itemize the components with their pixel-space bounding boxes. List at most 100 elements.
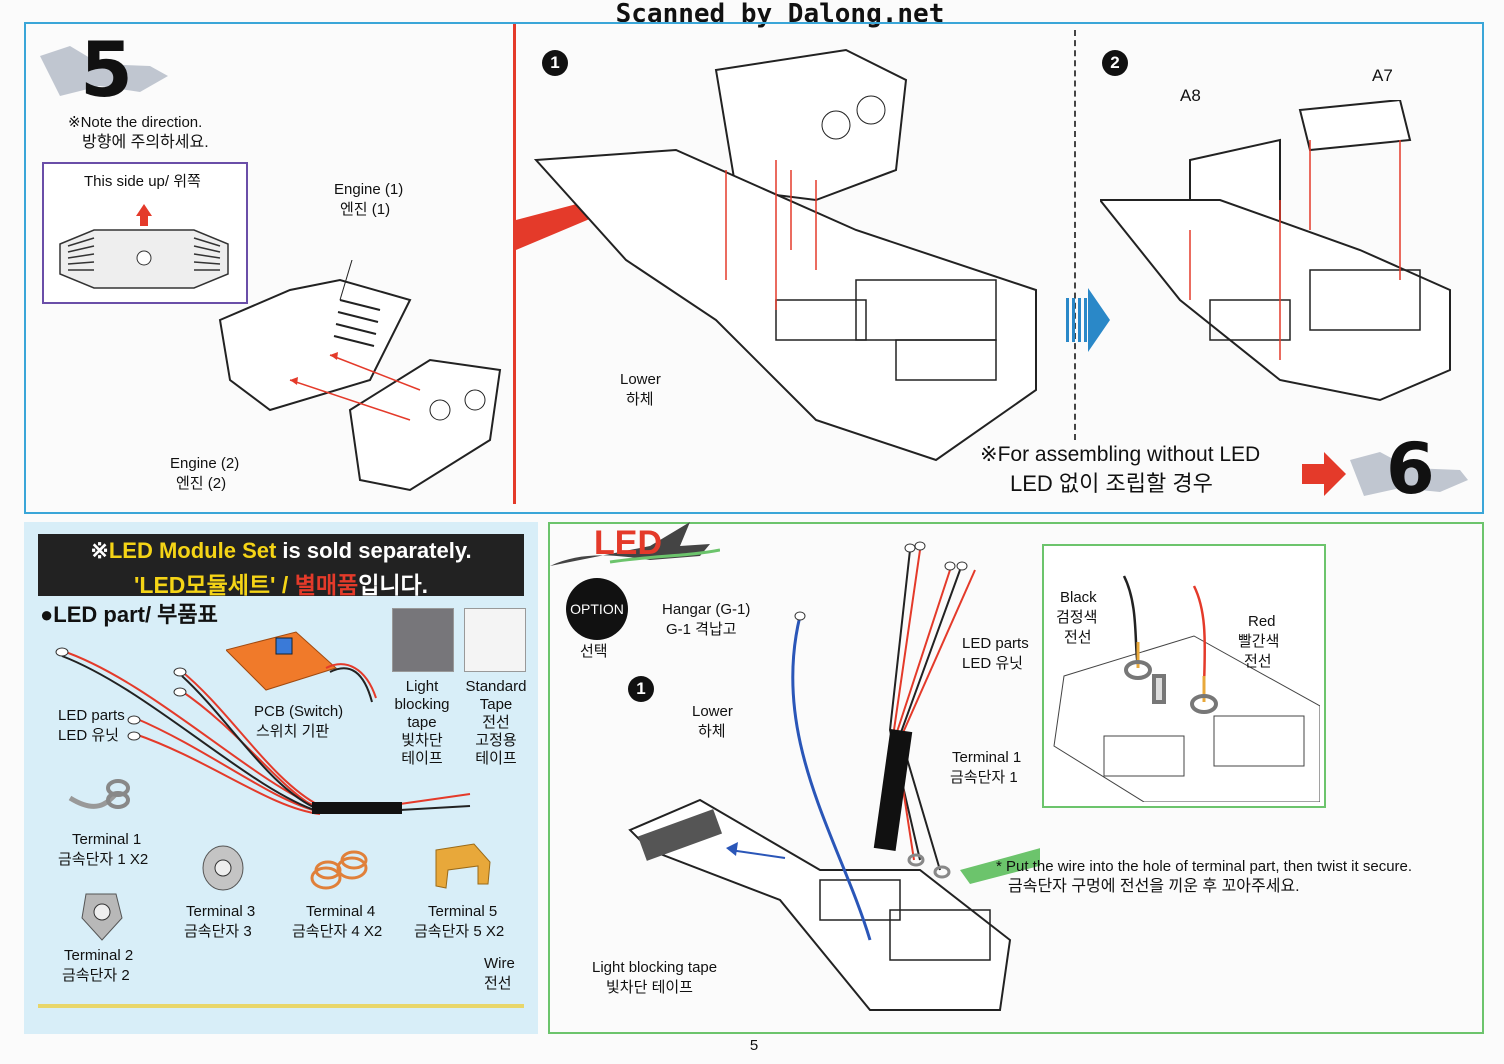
light-tape-en-3: tape: [407, 714, 437, 731]
scan-credit: Scanned by Dalong.net: [560, 1, 1000, 27]
terminal2-ko: 금속단자 2: [62, 967, 130, 984]
next-arrow-icon: [1066, 288, 1110, 352]
terminal3-ko: 금속단자 3: [184, 923, 252, 940]
light-tape-en-1: Light: [405, 678, 439, 695]
engine-assembly-drawing: [218, 260, 502, 492]
engine2-label-en: Engine (2): [170, 455, 240, 472]
led-parts-panel: [24, 522, 538, 1034]
terminal4-en: Terminal 4: [306, 903, 376, 920]
std-tape-en-2: Tape: [479, 696, 513, 713]
banner-prefix: ※: [90, 538, 109, 563]
terminal4-ko: 금속단자 4 X2: [292, 923, 383, 940]
black-wire-en: Black: [1060, 589, 1097, 606]
engine2-label-ko: 엔진 (2): [176, 475, 227, 492]
standard-tape-swatch: [464, 608, 526, 672]
option-label: OPTION: [570, 601, 624, 617]
wire-ko: 전선: [484, 975, 512, 992]
engine1-label-en: Engine (1): [334, 181, 404, 198]
option-badge: OPTION: [566, 578, 628, 640]
terminal1-label2-ko: 금속단자 1: [950, 769, 1018, 786]
substep-2-marker: 2: [1102, 50, 1128, 76]
black-wire-ko-2: 전선: [1064, 629, 1092, 646]
led-logo-swoosh: [550, 522, 720, 566]
std-tape-ko-3: 테이프: [475, 750, 517, 767]
terminal1-ko: 금속단자 1 X2: [58, 851, 149, 868]
terminal-detail-drawing: [1053, 575, 1320, 802]
direction-box: This side up/ 위쪽: [42, 162, 248, 304]
step5-panel: [24, 22, 1484, 514]
lower-label2-ko: 하체: [698, 723, 726, 740]
banner-rest: is sold separately.: [276, 538, 472, 563]
led-substep-1-marker: 1: [628, 676, 654, 702]
led-parts-en: LED parts: [58, 707, 125, 724]
light-tape-en-2: blocking: [394, 696, 450, 713]
substep-1-marker: 1: [542, 50, 568, 76]
page-number: 5: [749, 1037, 759, 1054]
std-tape-ko-2: 고정용: [475, 732, 517, 749]
light-blocking-tape-swatch: [392, 608, 454, 672]
led-parts-label-en: LED parts: [962, 635, 1029, 652]
part-a8-label: A8: [1180, 86, 1201, 105]
light-tape-label-en: Light blocking tape: [592, 959, 718, 976]
red-wire-ko-2: 전선: [1244, 653, 1272, 670]
light-tape-ko-1: 빛차단: [401, 732, 443, 749]
terminal5-ko: 금속단자 5 X2: [414, 923, 505, 940]
led-wires-drawing: [55, 647, 471, 815]
engine-top-view: [59, 204, 229, 289]
terminal5-en: Terminal 5: [428, 903, 498, 920]
sold-separately-banner: ※LED Module Set is sold separately. 'LED…: [38, 534, 524, 598]
terminal3-icon: [202, 845, 244, 891]
light-tape-label-ko: 빛차단 테이프: [606, 979, 693, 996]
led-option-panel: [548, 522, 1484, 1034]
std-tape-en-1: Standard: [465, 678, 527, 695]
terminal1-label2-en: Terminal 1: [952, 749, 1022, 766]
side-up-label: This side up/ 위쪽: [84, 173, 201, 190]
step-number-6: 6: [1386, 428, 1435, 510]
lower-label2-en: Lower: [692, 703, 733, 720]
black-wire-ko-1: 검정색: [1056, 609, 1098, 626]
engine1-label-ko: 엔진 (1): [340, 201, 391, 218]
terminal5-icon: [435, 843, 491, 889]
wire-en: Wire: [484, 955, 515, 972]
no-led-note-ko: LED 없이 조립할 경우: [1010, 471, 1213, 496]
hangar-en: Hangar (G-1): [662, 601, 751, 618]
banner-ko-sep: /: [275, 572, 295, 598]
red-wire-ko-1: 빨간색: [1238, 633, 1280, 650]
banner-highlight: LED Module Set: [108, 538, 277, 563]
go-step6-arrow-icon: [1302, 452, 1346, 496]
red-wire-en: Red: [1248, 613, 1276, 630]
terminal1-en: Terminal 1: [72, 831, 142, 848]
hull-with-parts-drawing: [1100, 100, 1451, 402]
terminal2-en: Terminal 2: [64, 947, 134, 964]
banner-ko-rest: 입니다.: [358, 572, 429, 598]
red-divider: [513, 24, 516, 504]
part-a7-label: A7: [1372, 66, 1393, 85]
led-parts-label-ko: LED 유닛: [962, 655, 1023, 672]
step-badge-bg: [40, 46, 168, 96]
twist-note-en: * Put the wire into the hole of terminal…: [996, 858, 1413, 875]
parts-list-title: ●LED part/ 부품표: [40, 602, 218, 627]
pcb-label-en: PCB (Switch): [254, 703, 344, 720]
terminal4-icon: [310, 850, 368, 890]
banner-ko-red: 별매품: [294, 572, 359, 598]
pcb-switch-icon: [226, 631, 377, 703]
pcb-label-ko: 스위치 기판: [256, 723, 330, 740]
terminal2-icon: [81, 893, 123, 941]
lower-hull-drawing: [516, 48, 1037, 462]
led-logo: LED: [594, 524, 662, 562]
lower-label-en: Lower: [620, 371, 661, 388]
option-label-ko: 선택: [580, 643, 608, 660]
terminal3-en: Terminal 3: [186, 903, 256, 920]
led-install-drawing: [628, 541, 1040, 1011]
no-led-note-en: ※For assembling without LED: [980, 443, 1261, 466]
hangar-ko: G-1 격납고: [666, 621, 737, 638]
parts-bottom-stripe: [38, 1004, 524, 1008]
lower-label-ko: 하체: [626, 391, 654, 408]
step6-badge-bg: [1350, 452, 1468, 496]
wire-detail-inset: Black 검정색 전선 Red 빨간색 전선: [1042, 544, 1326, 808]
note-direction-en: ※Note the direction.: [68, 114, 203, 131]
dashed-divider: [1074, 30, 1076, 440]
terminal1-icon: [68, 779, 130, 809]
note-direction-ko: 방향에 주의하세요.: [82, 134, 209, 151]
banner-ko-highlight: 'LED모듈세트': [133, 572, 276, 598]
